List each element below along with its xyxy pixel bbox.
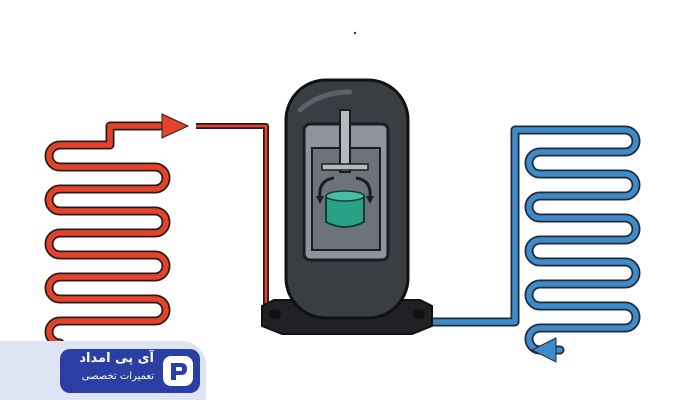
brand-tagline: تعمیرات تخصصی [81,371,154,382]
compressor [261,78,433,335]
rotation-arrowhead-right [366,196,374,204]
rotation-arrow-right [355,176,372,199]
piston-top [325,190,365,202]
discharge-line-fill [196,124,300,320]
mount-bolt-right [413,309,425,319]
brand-badge[interactable]: آی پی امداد تعمیرات تخصصی [60,349,200,393]
evaporator-coil [405,125,641,363]
arrow-right-icon [161,113,190,139]
discharge-line [196,123,300,321]
rotation-arrow-left [318,176,335,199]
rotation-arrowhead-left [316,196,324,204]
brand-name: آی پی امداد [79,351,154,366]
mount-bolt-left [269,309,281,319]
body-highlight [297,89,353,113]
evaporator-coil-fill [407,127,639,353]
piston-shaft [339,109,351,173]
condenser-coil [44,113,190,348]
condenser-coil-fill [46,123,169,346]
brand-panel: آی پی امداد تعمیرات تخصصی [0,341,206,400]
ip-logo-icon [163,356,193,386]
discharge-line-outline [196,123,300,321]
piston-crossbar [321,163,369,171]
top-dot [353,31,357,35]
arrow-left-icon [530,337,557,363]
